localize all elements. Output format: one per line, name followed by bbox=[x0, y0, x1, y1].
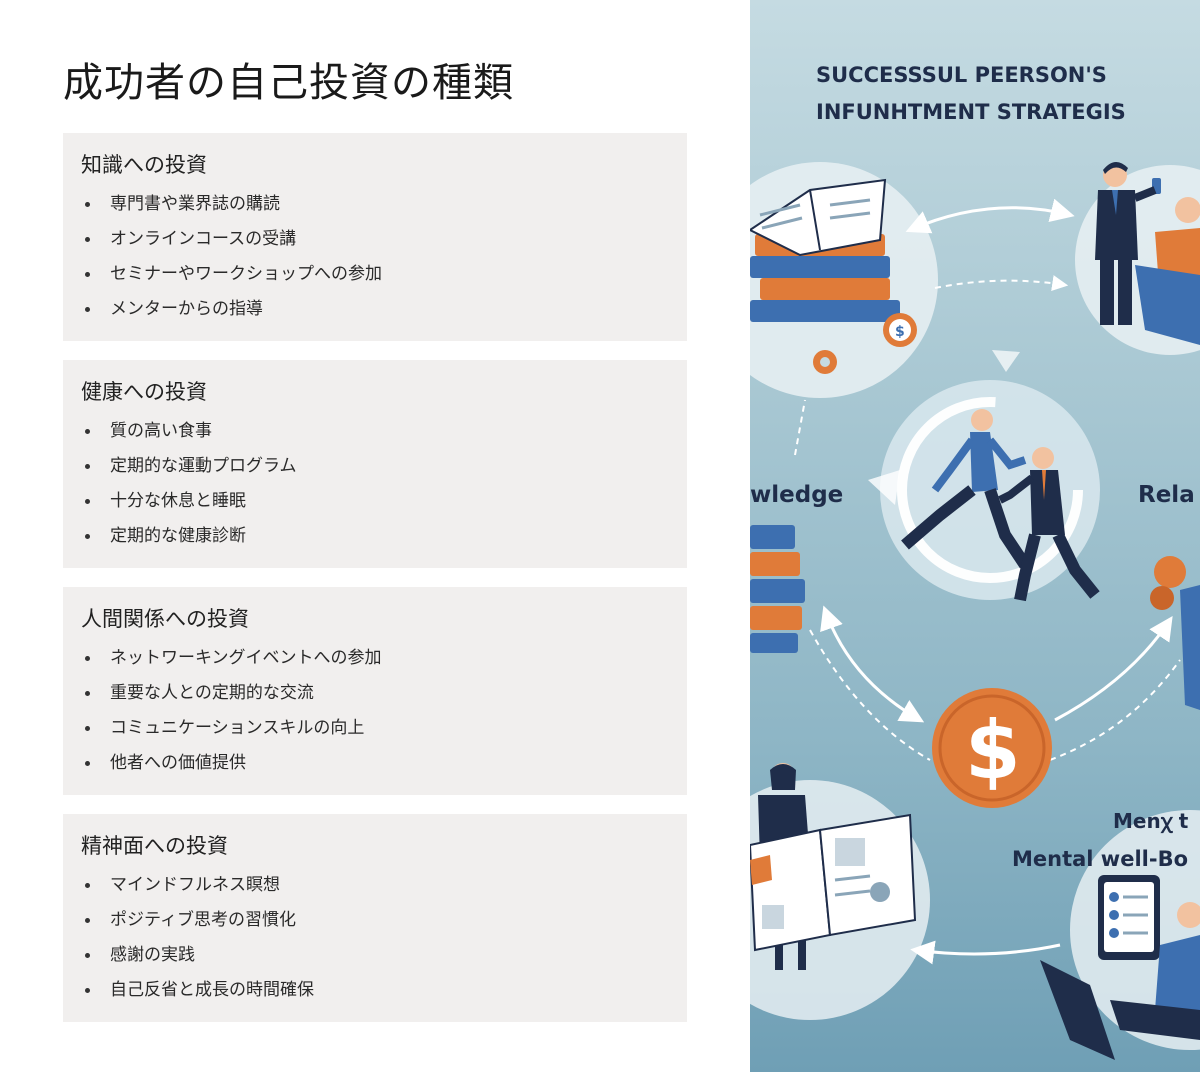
section-card-mental: 精神面への投資 マインドフルネス瞑想 ポジティブ思考の習慣化 感謝の実践 自己反… bbox=[63, 814, 687, 1022]
books-stack-icon bbox=[750, 525, 805, 653]
coin-gear-icon: $ bbox=[813, 313, 917, 374]
list-item: 定期的な健康診断 bbox=[81, 519, 669, 554]
bullet-icon bbox=[85, 237, 90, 242]
page-title: 成功者の自己投資の種類 bbox=[63, 60, 514, 106]
label-relationships: Rela bbox=[1138, 482, 1195, 508]
list-item: 自己反省と成長の時間確保 bbox=[81, 973, 669, 1008]
section-heading: 健康への投資 bbox=[81, 380, 207, 404]
section-card-knowledge: 知識への投資 専門書や業界誌の購読 オンラインコースの受講 セミナーやワークショ… bbox=[63, 133, 687, 341]
bullet-icon bbox=[85, 988, 90, 993]
list-item: 専門書や業界誌の購読 bbox=[81, 187, 669, 222]
bullet-icon bbox=[85, 656, 90, 661]
businessman-running-figure bbox=[998, 447, 1100, 602]
bullet-icon bbox=[85, 691, 90, 696]
ring-arrow-icon bbox=[868, 470, 900, 505]
bullet-icon bbox=[85, 464, 90, 469]
section-card-relationships: 人間関係への投資 ネットワーキングイベントへの参加 重要な人との定期的な交流 コ… bbox=[63, 587, 687, 795]
list-item: 質の高い食事 bbox=[81, 414, 669, 449]
section-list: ネットワーキングイベントへの参加 重要な人との定期的な交流 コミュニケーションス… bbox=[81, 641, 669, 781]
bullet-icon bbox=[85, 429, 90, 434]
list-item: オンラインコースの受講 bbox=[81, 222, 669, 257]
arrow-icon bbox=[934, 275, 1069, 291]
list-item: 他者への価値提供 bbox=[81, 746, 669, 781]
dollar-symbol: $ bbox=[965, 704, 1021, 797]
section-list: マインドフルネス瞑想 ポジティブ思考の習慣化 感謝の実践 自己反省と成長の時間確… bbox=[81, 868, 669, 1008]
label-mental-top: Menꭓ t bbox=[1113, 809, 1189, 834]
arrow-icon bbox=[905, 198, 1075, 234]
content-column: 成功者の自己投資の種類 知識への投資 専門書や業界誌の購読 オンラインコースの受… bbox=[63, 0, 687, 1072]
arrow-icon bbox=[820, 605, 925, 723]
illustration-title-line2: INFUNHTMENT STRATEGIS bbox=[816, 100, 1126, 124]
list-item: マインドフルネス瞑想 bbox=[81, 868, 669, 903]
bullet-icon bbox=[85, 307, 90, 312]
bullet-icon bbox=[85, 202, 90, 207]
section-list: 質の高い食事 定期的な運動プログラム 十分な休息と睡眠 定期的な健康診断 bbox=[81, 414, 669, 554]
runner-figure bbox=[901, 409, 1030, 569]
section-heading: 人間関係への投資 bbox=[81, 607, 249, 631]
illustration-title-line1: SUCCESSSUL PEERSON'S bbox=[816, 63, 1107, 87]
investment-illustration: SUCCESSSUL PEERSON'S INFUNHTMENT STRATEG… bbox=[750, 63, 1200, 1060]
section-list: 専門書や業界誌の購読 オンラインコースの受講 セミナーやワークショップへの参加 … bbox=[81, 187, 669, 327]
bullet-icon bbox=[85, 761, 90, 766]
arrow-icon bbox=[910, 940, 1061, 965]
label-knowledge: wledge bbox=[750, 482, 843, 508]
coin-dollar: $ bbox=[895, 324, 905, 340]
list-item: メンターからの指導 bbox=[81, 292, 669, 327]
person-laptop-figure bbox=[1135, 197, 1200, 345]
illustration-panel: SUCCESSSUL PEERSON'S INFUNHTMENT STRATEG… bbox=[750, 0, 1200, 1072]
section-heading: 知識への投資 bbox=[81, 153, 207, 177]
books-stack-icon bbox=[750, 178, 900, 322]
bullet-icon bbox=[85, 726, 90, 731]
bullet-icon bbox=[85, 953, 90, 958]
label-mental: Mental well-Bo bbox=[1012, 847, 1188, 871]
bullet-icon bbox=[85, 272, 90, 277]
list-item: 感謝の実践 bbox=[81, 938, 669, 973]
open-book-icon bbox=[750, 813, 917, 952]
bullet-icon bbox=[85, 499, 90, 504]
businessman-phone-figure bbox=[1095, 161, 1161, 325]
bullet-icon bbox=[85, 918, 90, 923]
bullet-icon bbox=[85, 534, 90, 539]
arrow-icon bbox=[794, 399, 806, 456]
coins-hand-icon bbox=[1150, 556, 1200, 710]
list-item: ネットワーキングイベントへの参加 bbox=[81, 641, 669, 676]
ring-arrow-icon bbox=[992, 350, 1020, 372]
bullet-icon bbox=[85, 883, 90, 888]
list-item: 十分な休息と睡眠 bbox=[81, 484, 669, 519]
list-item: 重要な人との定期的な交流 bbox=[81, 676, 669, 711]
dollar-coin-icon: $ bbox=[932, 688, 1052, 808]
arrow-icon bbox=[1054, 616, 1173, 722]
list-item: セミナーやワークショップへの参加 bbox=[81, 257, 669, 292]
section-heading: 精神面への投資 bbox=[81, 834, 228, 858]
arrow-icon bbox=[1049, 659, 1181, 761]
section-card-health: 健康への投資 質の高い食事 定期的な運動プログラム 十分な休息と睡眠 定期的な健… bbox=[63, 360, 687, 568]
arrow-icon bbox=[809, 629, 931, 761]
list-item: ポジティブ思考の習慣化 bbox=[81, 903, 669, 938]
list-item: コミュニケーションスキルの向上 bbox=[81, 711, 669, 746]
list-item: 定期的な運動プログラム bbox=[81, 449, 669, 484]
cycle-ring bbox=[897, 397, 1083, 583]
tablet-person-figure bbox=[1040, 875, 1200, 1060]
